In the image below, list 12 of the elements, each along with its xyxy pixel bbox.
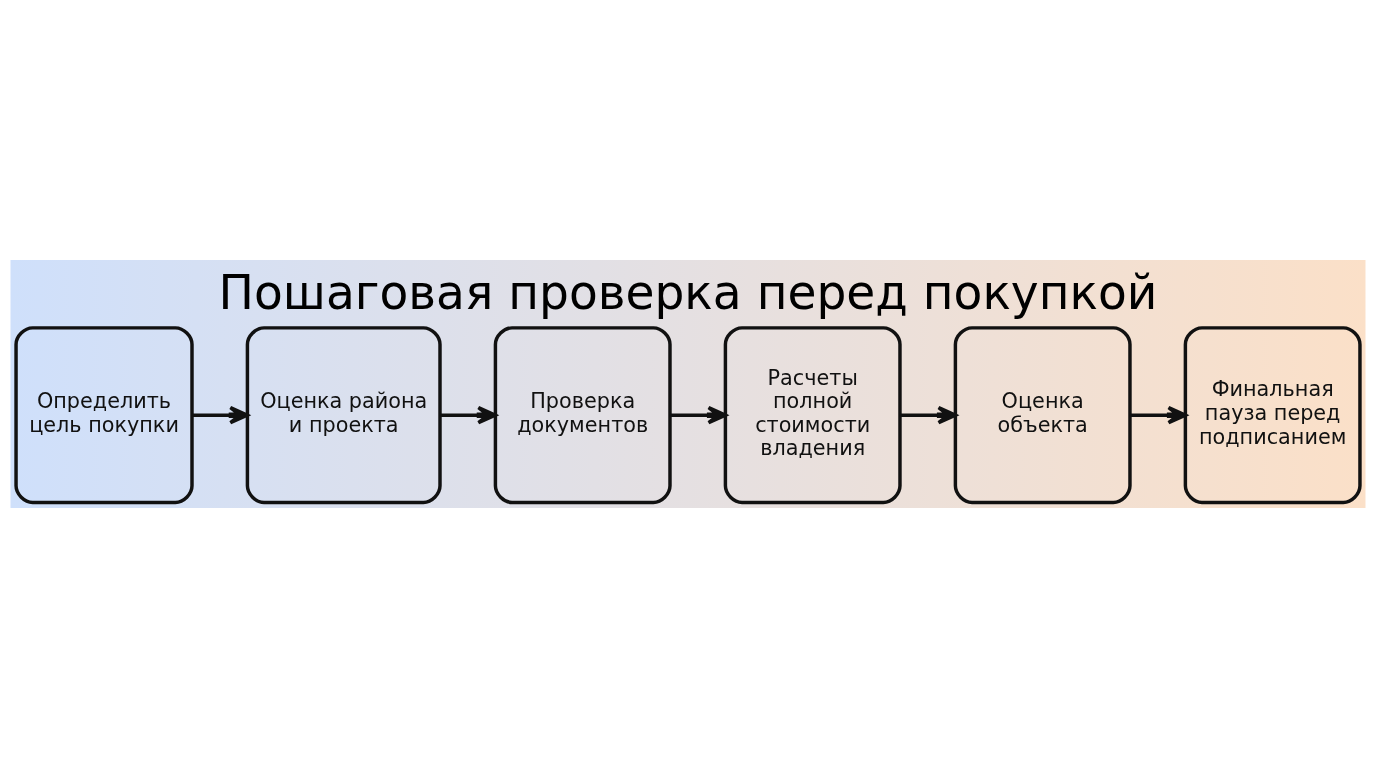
diagram-title: Пошаговая проверка перед покупкой <box>218 264 1158 320</box>
node-box: Оценка объекта <box>953 326 1132 505</box>
arrow <box>900 405 957 425</box>
arrow <box>440 405 497 425</box>
arrow <box>1129 405 1187 425</box>
node-box: Оценка района и проекта <box>245 326 442 505</box>
arrow <box>192 405 249 425</box>
node-box: Расчеты полной стоимости владения <box>723 326 902 505</box>
node-box: Определить цель покупки <box>14 326 194 505</box>
arrow <box>670 405 727 425</box>
node-box: Финальная пауза перед подписанием <box>1183 326 1362 505</box>
node-box: Проверка документов <box>493 326 672 505</box>
